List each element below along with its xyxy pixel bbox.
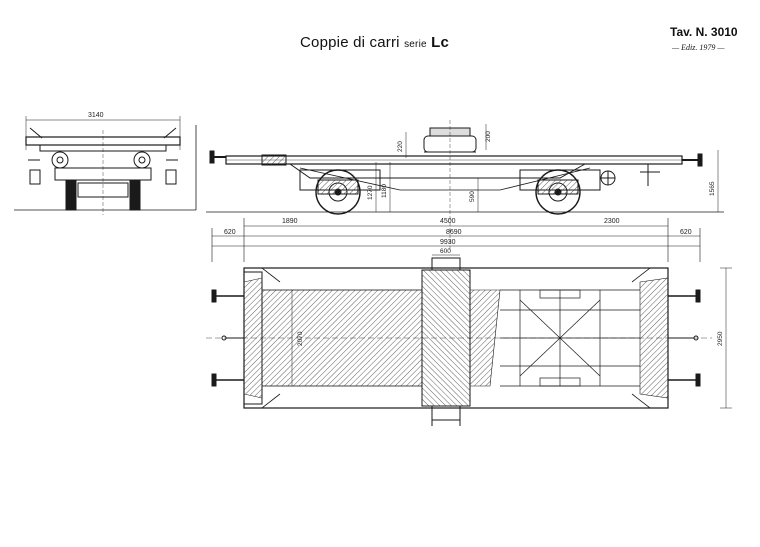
dim-1890: 1890 xyxy=(282,218,298,225)
title-text: Coppie di carri xyxy=(300,34,400,51)
drawing-title: Coppie di carri serie Lc xyxy=(300,34,449,51)
dim-dome-height: 200 xyxy=(485,131,492,142)
bogie-left xyxy=(299,169,381,215)
dim-total-width: 2950 xyxy=(717,331,724,346)
dim-total-height: 1565 xyxy=(709,181,716,196)
sheet-edition: — Ediz. 1979 — xyxy=(672,43,725,52)
dim-2300: 2300 xyxy=(604,218,620,225)
dim-axle-height: 1270 xyxy=(367,185,374,200)
dim-8690: 8690 xyxy=(446,229,462,236)
title-code: Lc xyxy=(431,34,450,51)
dim-floor-width: 2070 xyxy=(297,331,304,346)
side-view: 200 220 xyxy=(206,120,724,250)
length-dimensions: 1890 4500 2300 620 8690 620 9930 xyxy=(211,218,701,262)
sheet-number: Tav. N. 3010 xyxy=(670,25,738,39)
dim-9930: 9930 xyxy=(440,239,456,246)
dim-bogie-center: 590 xyxy=(469,191,476,202)
dim-plate: 600 xyxy=(440,248,451,255)
dim-overhang-left: 620 xyxy=(224,229,236,236)
bogie-right xyxy=(519,169,601,215)
dim-end-width: 3140 xyxy=(88,112,104,119)
dim-buffer-height: 1180 xyxy=(381,184,388,198)
plan-view: 600 xyxy=(206,248,732,426)
end-view: 3140 xyxy=(14,112,197,215)
dim-overhang-right: 620 xyxy=(680,229,692,236)
title-serie: serie xyxy=(404,39,427,50)
dim-4500: 4500 xyxy=(440,218,456,225)
dim-frame-depth: 220 xyxy=(397,141,404,152)
